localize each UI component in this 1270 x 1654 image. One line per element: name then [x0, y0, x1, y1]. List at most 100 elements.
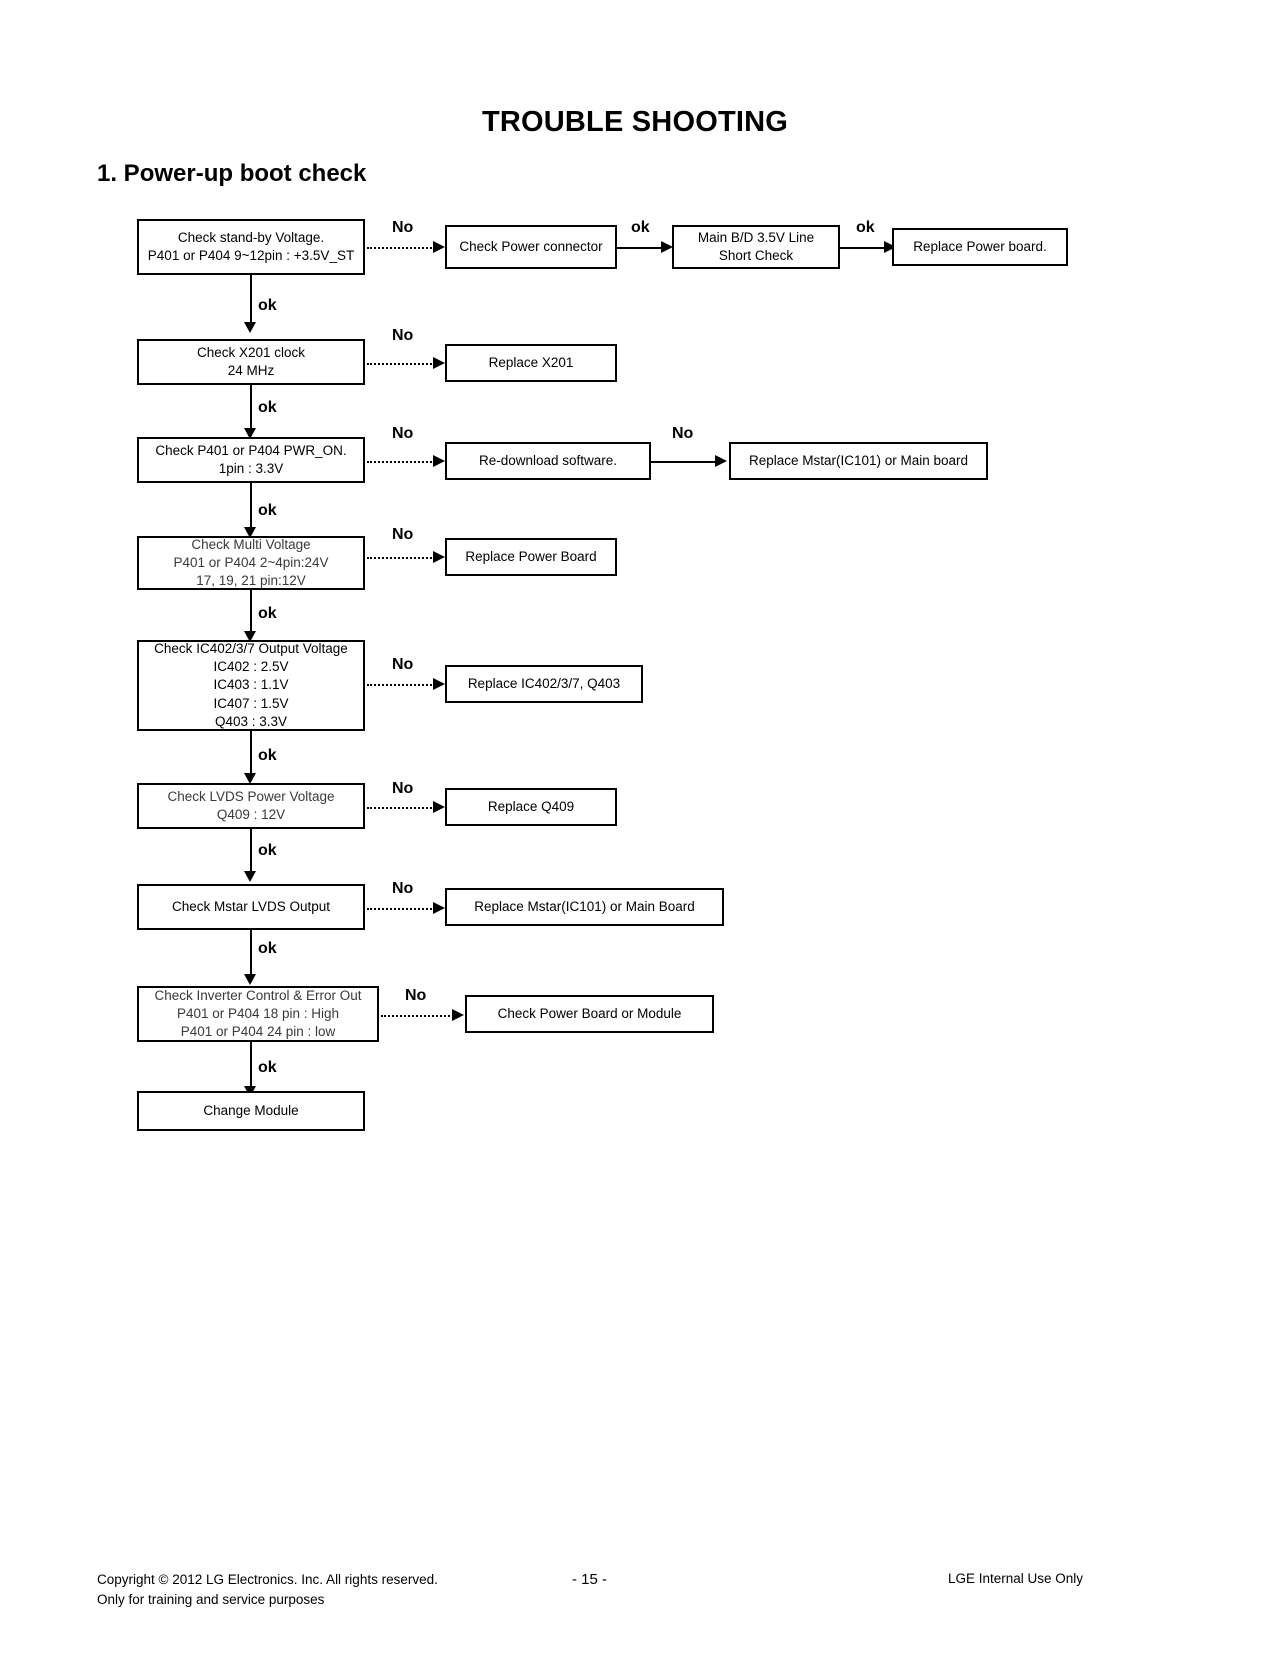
edge-label-ok: ok	[258, 842, 277, 859]
arrowhead-icon	[244, 527, 256, 538]
footer-confidential-notice: LGE Internal Use Only	[948, 1571, 1084, 1586]
node-line: IC407 : 1.5V	[213, 695, 289, 711]
arrowhead-icon	[715, 455, 727, 467]
node-line: P401 or P404 9~12pin : +3.5V_ST	[147, 248, 355, 263]
arrowhead-icon	[244, 871, 256, 882]
edge-label-no: No	[392, 780, 414, 797]
node-line: Check Mstar LVDS Output	[171, 898, 331, 914]
node-line: Replace Q409	[487, 798, 575, 814]
node-line: Q403 : 3.3V	[214, 713, 288, 729]
flow-node-main-bd-short-check[interactable]: Main B/D 3.5V Line Short Check	[672, 225, 840, 269]
arrowhead-icon	[433, 241, 445, 253]
edge-redownload-to-replace-mstar	[651, 461, 723, 463]
flow-node-replace-power-board[interactable]: Replace Power board.	[892, 228, 1068, 266]
node-line: Change Module	[203, 1102, 299, 1118]
edge-label-ok: ok	[258, 502, 277, 519]
flow-node-replace-mstar-main-board-2[interactable]: Replace Mstar(IC101) or Main Board	[445, 888, 724, 926]
node-line: P401 or P404 24 pin : low	[180, 1024, 336, 1040]
edge-label-no: No	[405, 987, 427, 1004]
edge-multi-voltage-to-ic-output	[250, 590, 252, 636]
edge-label-no: No	[392, 219, 414, 236]
flow-node-check-standby-voltage[interactable]: Check stand-by Voltage. P401 or P404 9~1…	[137, 219, 365, 275]
node-line: P401 or P404 2~4pin:24V	[173, 554, 329, 570]
arrowhead-icon	[433, 357, 445, 369]
flow-node-replace-q409[interactable]: Replace Q409	[445, 788, 617, 826]
arrowhead-icon	[661, 241, 673, 253]
flow-node-replace-ic402-q403[interactable]: Replace IC402/3/7, Q403	[445, 665, 643, 703]
arrowhead-icon	[433, 678, 445, 690]
footer-page-number: - 15 -	[572, 1571, 608, 1588]
flow-node-check-ic402-output-voltage[interactable]: Check IC402/3/7 Output Voltage IC402 : 2…	[137, 640, 365, 731]
edge-label-no: No	[392, 880, 414, 897]
flow-node-check-lvds-power-voltage[interactable]: Check LVDS Power Voltage Q409 : 12V	[137, 783, 365, 829]
node-line: Main B/D 3.5V Line	[697, 229, 815, 245]
edge-label-ok: ok	[258, 747, 277, 764]
edge-label-no: No	[392, 327, 414, 344]
flow-node-check-inverter-control[interactable]: Check Inverter Control & Error Out P401 …	[137, 986, 379, 1042]
edge-x201-to-replace-x201	[367, 363, 435, 365]
flow-node-replace-x201[interactable]: Replace X201	[445, 344, 617, 382]
flow-node-change-module[interactable]: Change Module	[137, 1091, 365, 1131]
edge-short-check-to-replace-power-board	[840, 247, 892, 249]
edge-inverter-to-change-module	[250, 1042, 252, 1090]
node-line: Check P401 or P404 PWR_ON.	[155, 442, 347, 458]
edge-mstar-lvds-to-replace-mstar	[367, 908, 435, 910]
flow-node-check-pwr-on[interactable]: Check P401 or P404 PWR_ON. 1pin : 3.3V	[137, 437, 365, 483]
flow-node-replace-mstar-main-board[interactable]: Replace Mstar(IC101) or Main board	[729, 442, 988, 480]
node-line: Replace Power board.	[913, 238, 1047, 254]
flow-node-check-mstar-lvds-output[interactable]: Check Mstar LVDS Output	[137, 884, 365, 930]
edge-lvds-to-replace-q409	[367, 807, 435, 809]
node-line: P401 or P404 18 pin : High	[176, 1005, 340, 1021]
arrowhead-icon	[244, 631, 256, 642]
node-line: Check Power connector	[459, 238, 603, 254]
edge-label-ok: ok	[258, 399, 277, 416]
arrowhead-icon	[244, 322, 256, 333]
flow-node-check-power-connector[interactable]: Check Power connector	[445, 225, 617, 269]
node-line: Replace X201	[488, 354, 574, 370]
edge-label-ok: ok	[631, 219, 650, 236]
node-line: Replace Mstar(IC101) or Main Board	[474, 898, 695, 914]
node-line: Check Inverter Control & Error Out	[154, 987, 362, 1003]
edge-label-ok: ok	[258, 1059, 277, 1076]
edge-pwr-on-to-redownload	[367, 461, 435, 463]
node-line: IC402 : 2.5V	[213, 659, 289, 675]
node-line: Q409 : 12V	[216, 807, 286, 822]
arrowhead-icon	[433, 801, 445, 813]
flow-node-re-download-software[interactable]: Re-download software.	[445, 442, 651, 480]
edge-standby-to-power-connector	[367, 247, 435, 249]
arrowhead-icon	[244, 428, 256, 439]
arrowhead-icon	[433, 551, 445, 563]
arrowhead-icon	[452, 1009, 464, 1021]
flow-node-check-x201-clock[interactable]: Check X201 clock 24 MHz	[137, 339, 365, 385]
edge-label-ok: ok	[258, 605, 277, 622]
edge-standby-to-x201	[250, 275, 252, 325]
edge-lvds-to-mstar-lvds	[250, 829, 252, 875]
edge-label-no: No	[392, 526, 414, 543]
node-line: Check IC402/3/7 Output Voltage	[154, 640, 348, 656]
node-line: Replace Power Board	[465, 548, 597, 564]
edge-label-ok: ok	[258, 940, 277, 957]
edge-label-ok: ok	[856, 219, 875, 236]
arrowhead-icon	[244, 974, 256, 985]
edge-x201-to-pwr-on	[250, 385, 252, 433]
node-line: Check X201 clock	[196, 344, 306, 360]
edge-power-connector-to-short-check	[617, 247, 669, 249]
edge-ic-output-to-replace-ic	[367, 684, 435, 686]
edge-multi-voltage-to-replace-power-board	[367, 557, 435, 559]
node-line: IC403 : 1.1V	[213, 677, 289, 693]
footer-copyright: Copyright © 2012 LG Electronics. Inc. Al…	[97, 1570, 438, 1609]
node-line: Check Power Board or Module	[497, 1005, 682, 1021]
flow-node-check-power-board-or-module[interactable]: Check Power Board or Module	[465, 995, 714, 1033]
edge-label-ok: ok	[258, 297, 277, 314]
edge-inverter-to-check-power-module	[381, 1015, 454, 1017]
node-line: Check stand-by Voltage.	[177, 229, 325, 245]
node-line: 24 MHz	[227, 363, 275, 378]
node-line: Short Check	[718, 248, 794, 263]
arrowhead-icon	[244, 773, 256, 784]
flow-node-check-multi-voltage[interactable]: Check Multi Voltage P401 or P404 2~4pin:…	[137, 536, 365, 590]
node-line: Check LVDS Power Voltage	[167, 788, 335, 804]
flow-node-replace-power-board-2[interactable]: Replace Power Board	[445, 538, 617, 576]
page-title: TROUBLE SHOOTING	[481, 106, 789, 138]
section-heading: 1. Power-up boot check	[97, 160, 367, 187]
node-line: Check Multi Voltage	[191, 536, 311, 552]
